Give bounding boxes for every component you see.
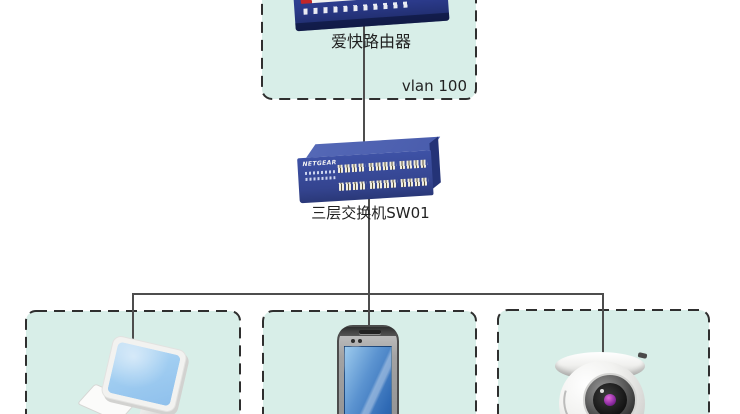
camera-lens-ring <box>583 373 637 414</box>
camera-lens-glint <box>600 389 604 393</box>
port-group <box>399 159 429 188</box>
camera-icon <box>550 349 655 414</box>
edge-drop-pc <box>132 293 134 345</box>
switch-front-face: NETGEAR <box>297 150 434 204</box>
edge-switch-trunk <box>368 198 370 294</box>
switch-brand-logo: NETGEAR <box>302 159 337 169</box>
smartphone-icon <box>337 325 399 414</box>
vlan-zone-label: vlan 100 <box>401 77 467 95</box>
camera-iris <box>604 394 616 406</box>
edge-router-switch <box>363 20 365 144</box>
switch-icon: NETGEAR <box>296 136 443 206</box>
switch-label: 三层交换机SW01 <box>311 204 430 222</box>
rj45-port-row <box>338 181 368 191</box>
rj45-port-row <box>399 159 428 170</box>
phone-camera-dot <box>351 339 355 343</box>
router-label: 爱快路由器 <box>330 32 411 51</box>
port-group <box>337 163 368 191</box>
switch-led-row <box>305 176 336 181</box>
monitor-screen <box>106 341 182 407</box>
switch-ports <box>337 159 431 191</box>
switch-led-row <box>304 170 336 175</box>
edge-drop-camera <box>602 293 604 356</box>
port-group <box>368 161 399 190</box>
phone-speaker <box>359 330 381 334</box>
camera-lens <box>593 383 627 414</box>
rj45-port-row <box>400 177 429 188</box>
phone-sensor-dot <box>358 339 362 343</box>
rj45-port-row <box>337 163 367 173</box>
computer-icon <box>76 334 190 414</box>
phone-screen <box>344 346 392 414</box>
camera-bracket-nub <box>637 352 648 359</box>
rj45-port-row <box>369 179 399 190</box>
edge-drop-phone <box>368 293 370 328</box>
rj45-port-row <box>368 161 397 172</box>
